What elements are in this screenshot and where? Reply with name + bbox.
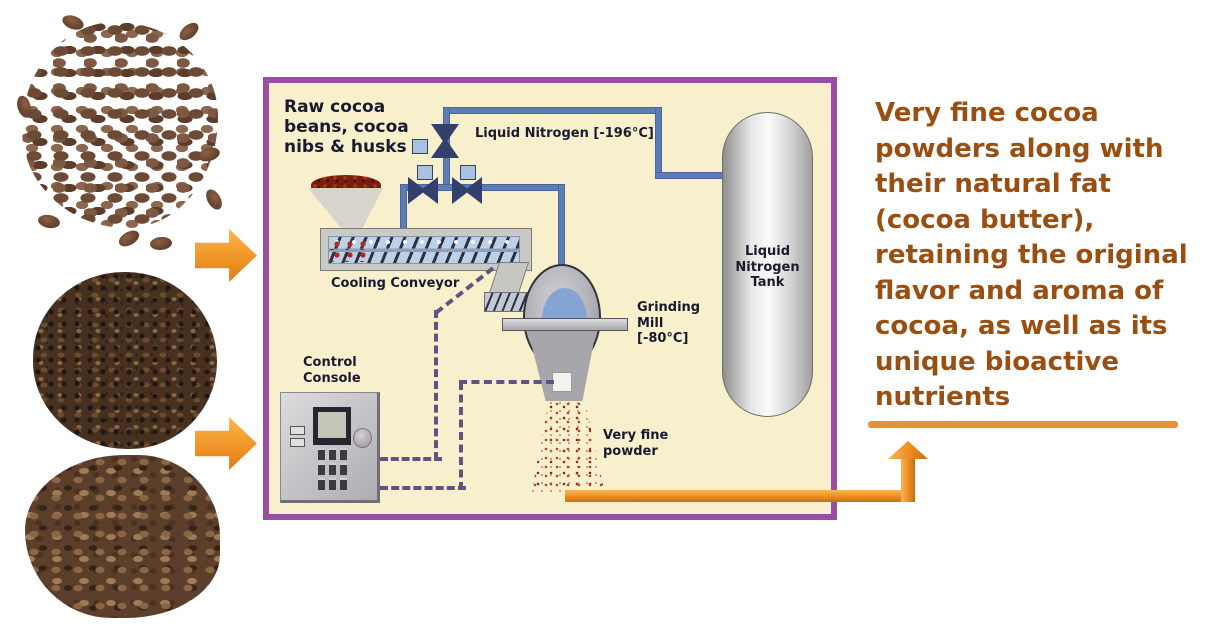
input-arrow-bottom bbox=[195, 417, 257, 470]
input-materials-label: Raw cocoa beans, cocoa nibs & husks bbox=[284, 97, 409, 157]
signal-line bbox=[380, 457, 442, 461]
keypad-key bbox=[318, 448, 325, 460]
beans-cluster bbox=[22, 22, 218, 228]
keypad-key bbox=[340, 448, 347, 460]
loose-bean bbox=[149, 236, 173, 251]
feed-hopper bbox=[308, 188, 383, 229]
keypad-key bbox=[329, 478, 336, 490]
outcome-text: Very fine cocoa powders along with their… bbox=[875, 98, 1188, 412]
keypad-key bbox=[340, 478, 347, 490]
output-arrow-shaft bbox=[565, 490, 915, 502]
loose-bean bbox=[116, 227, 142, 250]
outcome-underline bbox=[868, 421, 1178, 428]
pipe-to-conveyor bbox=[400, 184, 407, 229]
valve-actuator bbox=[412, 139, 428, 154]
loose-bean bbox=[37, 213, 61, 230]
loose-bean bbox=[176, 19, 202, 44]
pipe-branch-horizontal bbox=[400, 184, 565, 191]
pipe-tank-riser bbox=[655, 107, 662, 179]
input-arrow-top bbox=[195, 229, 257, 282]
liquid-nitrogen-pipe-label: Liquid Nitrogen [-196°C] bbox=[475, 126, 654, 141]
cooling-conveyor-label: Cooling Conveyor bbox=[331, 276, 460, 291]
liquid-nitrogen-tank bbox=[722, 112, 813, 417]
valve-actuator bbox=[460, 165, 476, 180]
keypad-key bbox=[318, 478, 325, 490]
console-button bbox=[290, 426, 305, 435]
control-console-label: Control Console bbox=[303, 355, 361, 386]
powder-spray bbox=[531, 400, 605, 492]
console-button bbox=[290, 438, 305, 447]
console-keypad bbox=[318, 448, 347, 490]
tank-label: Liquid Nitrogen Tank bbox=[735, 244, 800, 290]
mill-flange bbox=[502, 318, 628, 331]
console-screen-display bbox=[318, 412, 346, 438]
mill-sensor bbox=[552, 372, 572, 392]
signal-line bbox=[459, 380, 554, 384]
keypad-key bbox=[340, 463, 347, 475]
signal-line bbox=[380, 486, 466, 490]
cocoa-husks-photo bbox=[25, 455, 220, 618]
control-console bbox=[280, 392, 380, 503]
very-fine-powder-label: Very fine powder bbox=[603, 428, 669, 459]
cryogenic-grinding-diagram: Raw cocoa beans, cocoa nibs & husks Liqu… bbox=[263, 77, 837, 520]
console-knob bbox=[353, 428, 372, 448]
keypad-key bbox=[329, 448, 336, 460]
pipe-top-horizontal bbox=[443, 107, 662, 114]
cocoa-nibs-photo bbox=[33, 272, 217, 449]
signal-line bbox=[434, 310, 438, 460]
mill-valve-icon bbox=[452, 177, 482, 204]
grinding-mill-label: Grinding Mill [-80°C] bbox=[637, 300, 701, 346]
valve-actuator bbox=[417, 165, 433, 180]
conveyor-cocoa-chunks bbox=[329, 238, 373, 262]
loose-bean bbox=[202, 186, 226, 213]
main-valve-icon bbox=[431, 124, 459, 158]
conveyor-nitrogen-dots bbox=[329, 237, 519, 248]
output-arrow-riser bbox=[901, 456, 915, 502]
keypad-key bbox=[318, 463, 325, 475]
conveyor-valve-icon bbox=[408, 177, 438, 204]
output-arrow-head bbox=[888, 441, 928, 459]
signal-line bbox=[459, 382, 463, 490]
pipe-to-mill bbox=[558, 184, 565, 271]
pipe-tank-connection bbox=[655, 172, 725, 179]
console-screen bbox=[313, 407, 351, 445]
keypad-key bbox=[329, 463, 336, 475]
